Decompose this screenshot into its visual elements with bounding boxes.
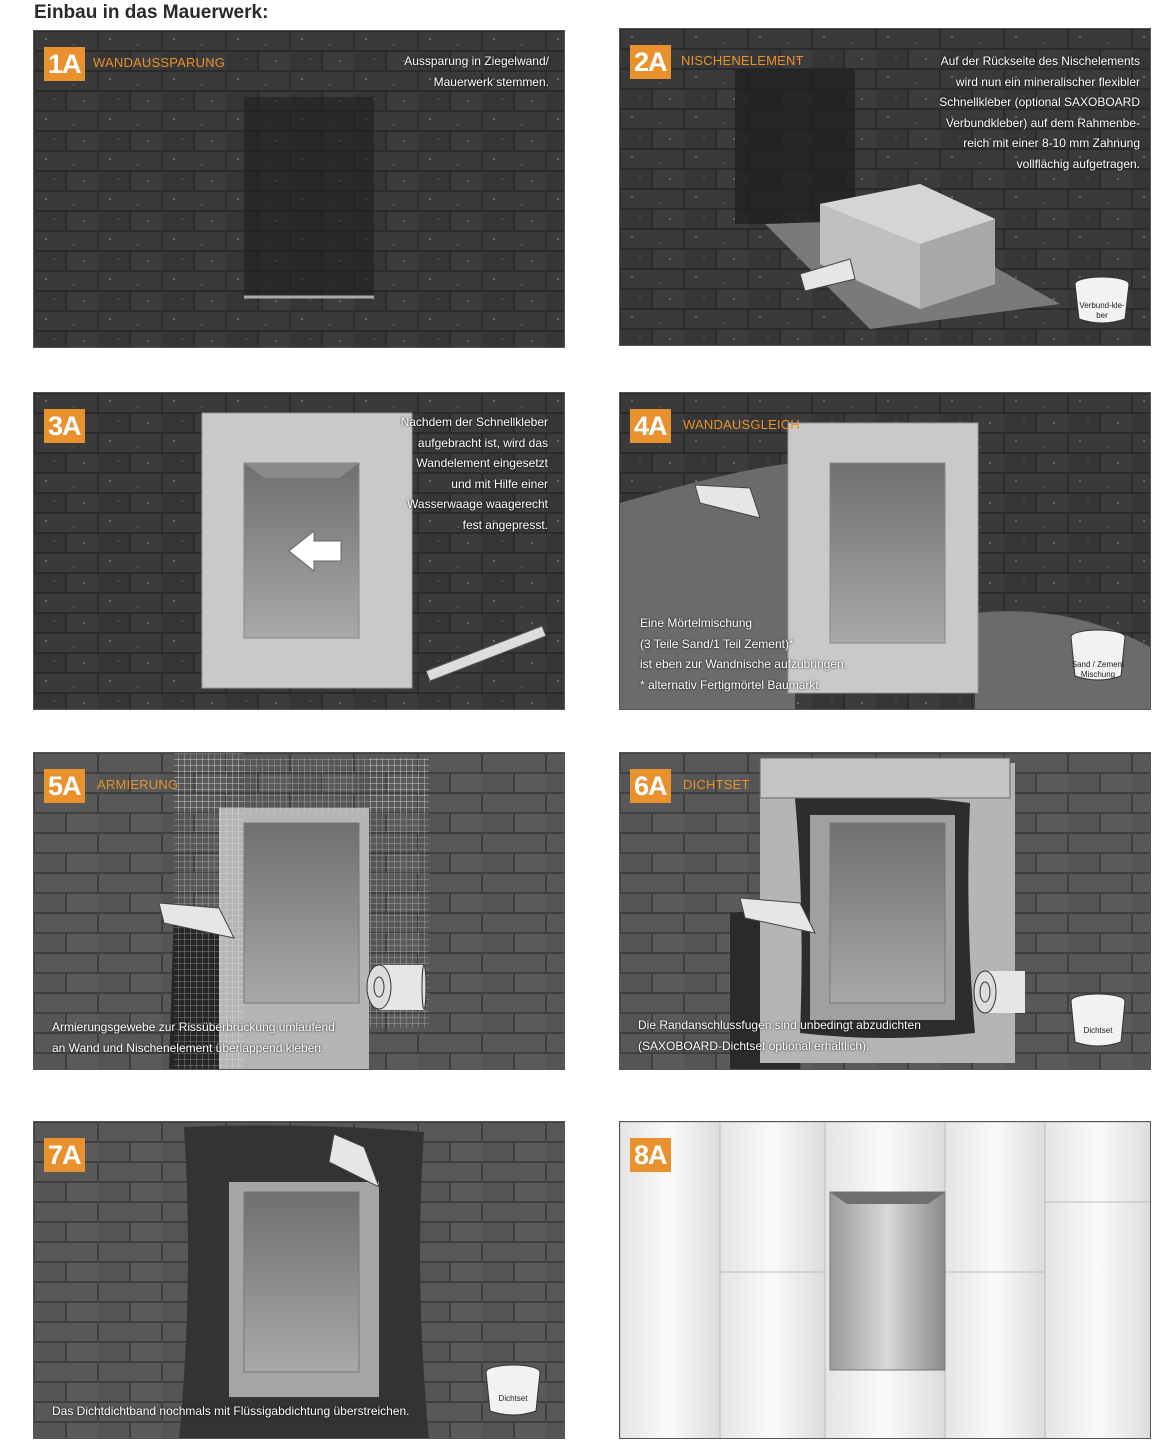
panel-4a-illustration	[620, 393, 1150, 709]
bucket-label: Dichtset	[498, 1394, 528, 1403]
panel-6a-illustration	[620, 753, 1150, 1069]
step-badge: 4A	[630, 409, 671, 443]
step-title: ARMIERUNG	[97, 777, 179, 792]
bucket-icon	[1070, 629, 1126, 681]
step-badge: 2A	[630, 45, 671, 79]
panel-2a: 2A NISCHENELEMENT Auf der Rückseite des …	[619, 28, 1151, 346]
step-badge: 6A	[630, 769, 671, 803]
step-badge: 7A	[44, 1138, 85, 1172]
bucket-label: Verbund-kle- ber	[1079, 301, 1125, 320]
panel-5a-illustration	[34, 753, 564, 1069]
spirit-level-icon	[425, 625, 547, 682]
step-description: Eine Mörtelmischung (3 Teile Sand/1 Teil…	[640, 616, 848, 692]
step-title: WANDAUSSPARUNG	[93, 55, 226, 70]
panel-4a: 4A WANDAUSGLEICH Eine Mörtelmischung (3 …	[619, 392, 1151, 710]
tape-roll-icon	[973, 970, 1025, 1014]
panel-8a-illustration	[620, 1122, 1150, 1438]
step-description: Die Randanschlussfugen sind unbedingt ab…	[638, 1018, 921, 1053]
bucket-label: Sand / Zement Mischung	[1071, 660, 1125, 679]
step-description: Das Dichtdichtband nochmals mit Flüssiga…	[52, 1404, 410, 1418]
step-description: Nachdem der Schnellkleber aufgebracht is…	[400, 415, 548, 532]
step-description: Armierungsgewebe zur Rissüberbrückung um…	[52, 1020, 335, 1055]
panel-3a: 3A Nachdem der Schnellkleber aufgebracht…	[33, 392, 565, 710]
page-title: Einbau in das Mauerwerk:	[34, 2, 269, 23]
step-title: WANDAUSGLEICH	[683, 417, 800, 432]
step-badge: 1A	[44, 47, 85, 81]
panel-7a-illustration	[34, 1122, 564, 1438]
panel-3a-illustration	[34, 393, 564, 709]
step-description: Auf der Rückseite des Nischelements wird…	[939, 54, 1140, 171]
bucket-icon	[1074, 276, 1130, 324]
bucket-icon	[1070, 993, 1126, 1047]
panel-2a-illustration	[620, 29, 1150, 345]
bucket-label: Dichtset	[1083, 1026, 1113, 1035]
panel-7a: 7A Das Dichtdichtband nochmals mit Flüss…	[33, 1121, 565, 1439]
tape-roll-icon	[366, 964, 427, 1010]
step-description: Aussparung in Ziegelwand/ Mauerwerk stem…	[404, 54, 549, 89]
panel-1a-illustration	[34, 31, 564, 347]
panel-8a: 8A	[619, 1121, 1151, 1439]
step-title: DICHTSET	[683, 777, 750, 792]
step-badge: 3A	[44, 409, 85, 443]
panel-1a: 1A WANDAUSSPARUNG Aussparung in Ziegelwa…	[33, 30, 565, 348]
bucket-icon	[485, 1364, 541, 1416]
panel-5a: 5A ARMIERUNG Armierungsgewebe zur Rissüb…	[33, 752, 565, 1070]
step-badge: 5A	[44, 769, 85, 803]
step-title: NISCHENELEMENT	[681, 53, 804, 68]
arrow-left-icon	[288, 529, 342, 573]
step-badge: 8A	[630, 1138, 671, 1172]
panel-6a: 6A DICHTSET Die Randanschlussfugen sind …	[619, 752, 1151, 1070]
